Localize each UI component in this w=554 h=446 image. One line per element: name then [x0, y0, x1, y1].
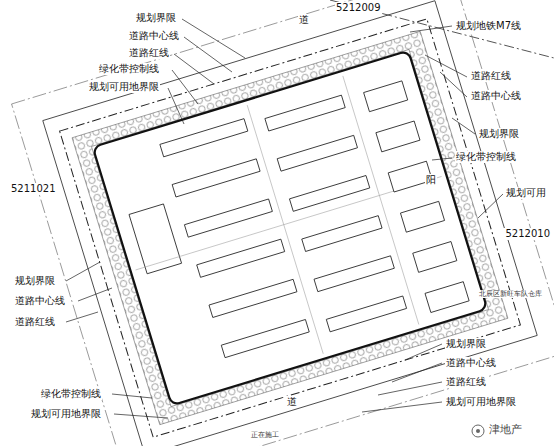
leader-line [425, 55, 467, 77]
residential-building [326, 296, 406, 332]
residential-building [400, 201, 444, 232]
internal-road [343, 76, 419, 325]
public-building [129, 204, 182, 274]
residential-building [197, 239, 285, 277]
plan-label: 正在施工 [250, 431, 280, 439]
plan-label: 规划可用地界限 [88, 81, 160, 93]
plan-label: 道 [298, 14, 310, 26]
plan-label: 规划可用 [505, 187, 547, 199]
plan-label: 道路中心线 [445, 357, 497, 369]
green-belt [72, 31, 508, 424]
road-centerline [12, 0, 554, 446]
plan-label: 津地产 [488, 424, 523, 436]
residential-building [302, 216, 382, 252]
leader-line [432, 158, 452, 160]
plan-label: 绿化带控制线 [455, 151, 517, 163]
plan-label: 绿化带控制线 [98, 63, 160, 75]
plan-label: 道路红线 [445, 376, 487, 388]
plan-label: 道路红线 [128, 47, 170, 59]
leader-line [362, 402, 442, 412]
planning-boundary [60, 19, 521, 437]
leader-line [392, 363, 442, 382]
plan-label: 规划可用地界限 [30, 408, 102, 420]
plan-label: 绿化带控制线 [40, 388, 102, 400]
residential-building [209, 279, 297, 317]
leader-line [168, 88, 184, 124]
plan-label: 5212009 [335, 2, 382, 14]
plan-label: 5211021 [10, 183, 57, 195]
residential-building [364, 81, 408, 112]
leader-line [174, 54, 214, 84]
leader-line [410, 26, 452, 32]
residential-building [221, 319, 309, 357]
usable-land-boundary [93, 51, 488, 406]
plan-label: 道 [286, 396, 298, 408]
leader-line [78, 288, 112, 301]
leader-line [114, 414, 168, 418]
plan-label: 规划可用地界限 [445, 396, 517, 408]
leader-line [378, 382, 442, 395]
leader-line [66, 262, 100, 281]
leader-line [440, 72, 467, 97]
plan-label: 阳 [425, 174, 437, 186]
plan-label: 规划界限 [135, 12, 177, 24]
leader-line [112, 394, 152, 398]
plan-label: 5212010 [504, 228, 551, 240]
plan-label: 规划界限 [478, 128, 520, 140]
residential-building [184, 199, 272, 237]
plan-label: 道路中心线 [14, 295, 66, 307]
plan-label: 规划地铁M7线 [455, 20, 522, 32]
residential-building [160, 119, 248, 157]
residential-building [289, 175, 369, 211]
road-red-line [43, 1, 537, 446]
residential-building [265, 95, 345, 131]
leader-line [182, 19, 245, 58]
leader-line [405, 344, 442, 360]
residential-building [314, 256, 394, 292]
plan-label: 规划界限 [445, 338, 487, 350]
plan-label: 道路红线 [14, 316, 56, 328]
leader-line [66, 312, 98, 322]
plan-label: 道路中心线 [128, 30, 180, 42]
leader-line [478, 194, 503, 218]
watermark-icon [472, 425, 484, 437]
plan-label: 北辰区新旺车队仓库 [478, 290, 543, 298]
plan-label: 规划界限 [14, 275, 56, 287]
residential-building [277, 135, 357, 171]
residential-building [413, 242, 457, 273]
plan-label: 道路红线 [470, 70, 512, 82]
plan-label: 道路中心线 [470, 90, 522, 102]
residential-building [376, 121, 420, 152]
residential-building [425, 282, 469, 313]
leader-line [172, 70, 198, 104]
leader-line [452, 118, 475, 134]
residential-building [172, 159, 260, 197]
internal-road [247, 105, 323, 354]
